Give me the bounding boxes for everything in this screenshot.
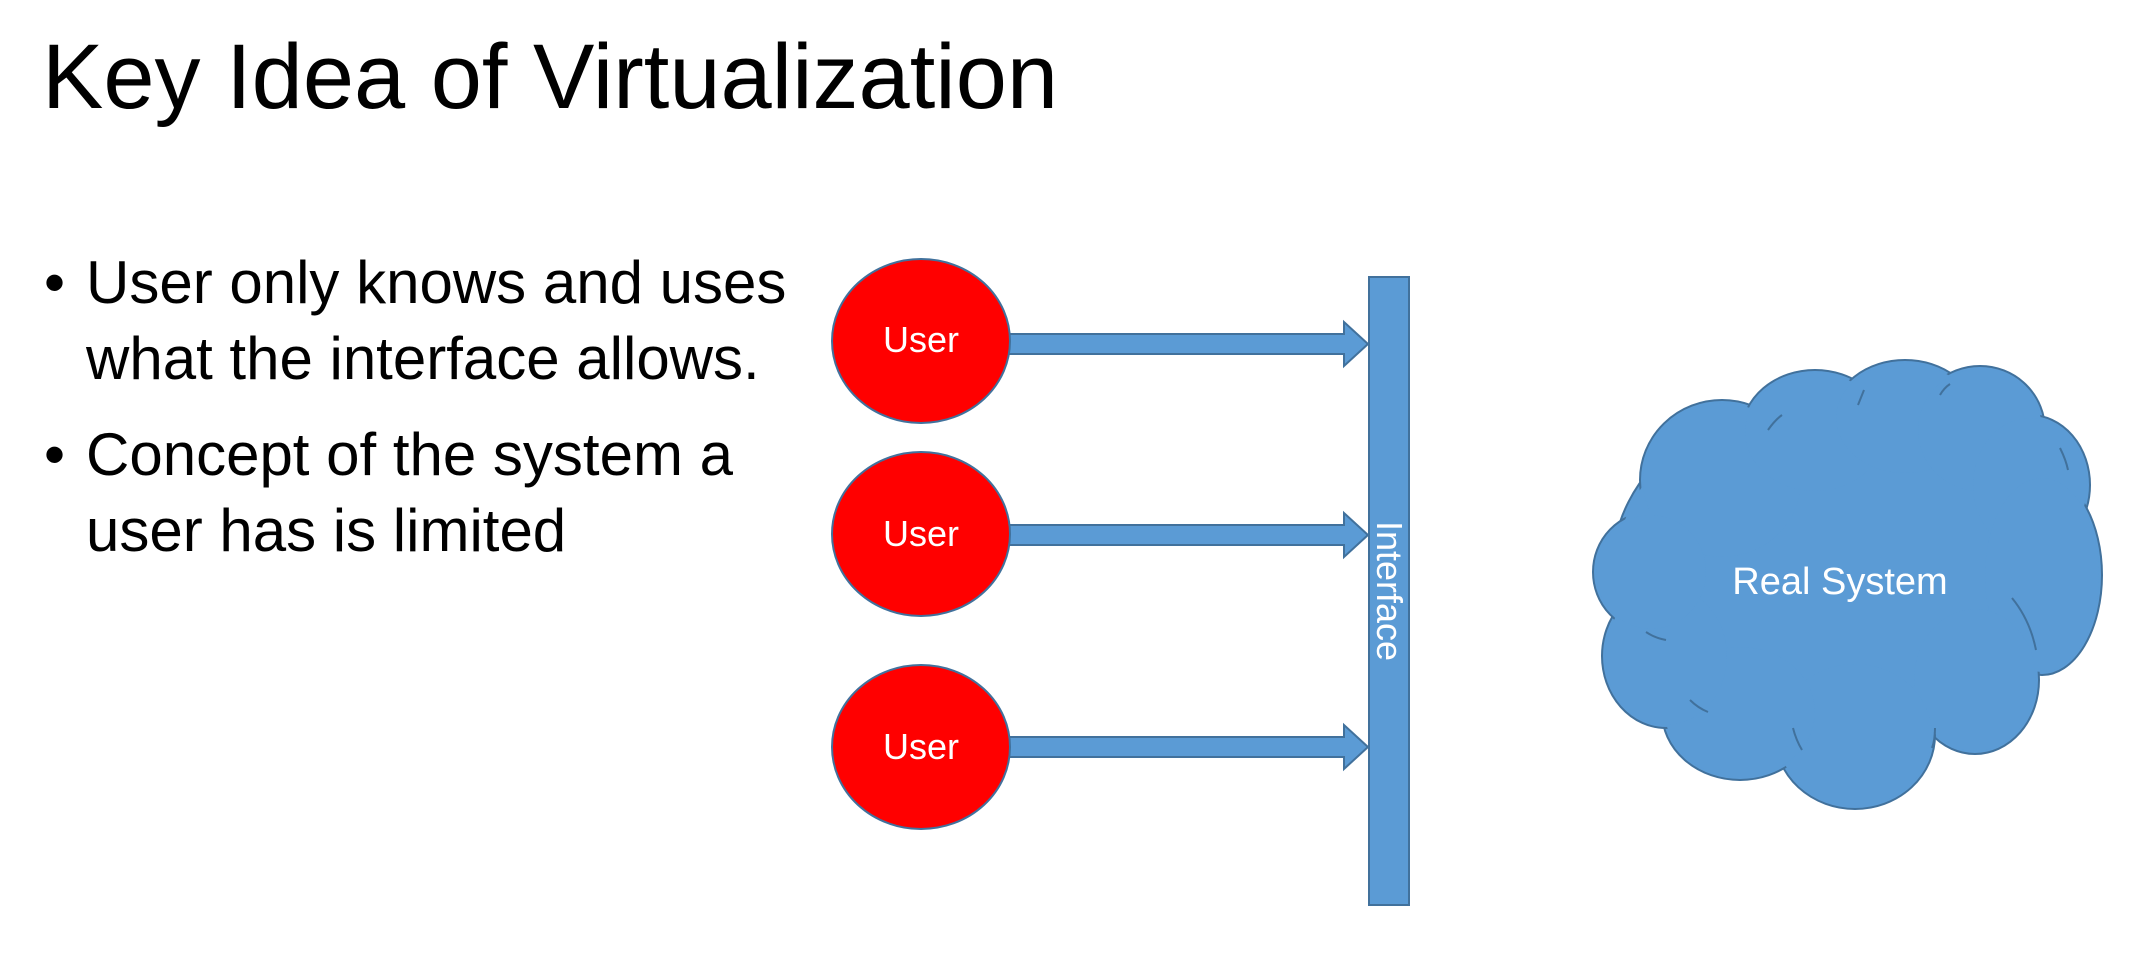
arrow-user-3	[1003, 722, 1370, 772]
bullet-list: • User only knows and uses what the inte…	[40, 245, 800, 589]
user-node	[831, 451, 1011, 617]
bullet-dot-icon: •	[44, 421, 66, 488]
cloud-shape	[1592, 359, 2103, 810]
bullet-item: • Concept of the system a user has is li…	[40, 417, 800, 569]
slide-title: Key Idea of Virtualization	[42, 26, 1059, 128]
bullet-text: Concept of the system a user has is limi…	[86, 421, 733, 564]
interface-label: Interface	[1369, 521, 1410, 661]
bullet-item: • User only knows and uses what the inte…	[40, 245, 800, 397]
user-label: User	[883, 726, 959, 767]
bullet-dot-icon: •	[44, 249, 66, 316]
cloud-label: Real System	[1732, 561, 1947, 603]
bullet-text: User only knows and uses what the interf…	[86, 249, 787, 392]
arrow-user-2	[1003, 510, 1370, 560]
user-node	[831, 664, 1011, 830]
user-label: User	[883, 319, 959, 360]
arrow-user-1	[1003, 319, 1370, 369]
user-node	[831, 258, 1011, 424]
interface-bar	[1368, 276, 1410, 906]
user-label: User	[883, 513, 959, 554]
